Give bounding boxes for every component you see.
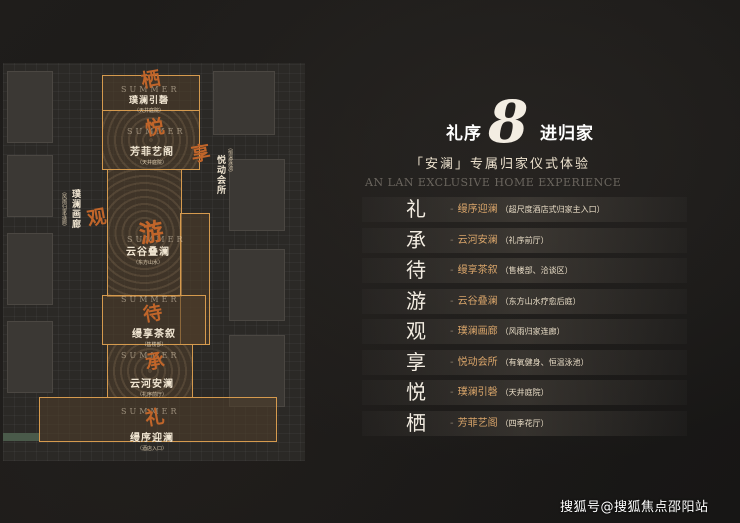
item-note: （礼序前厅） [500, 235, 549, 245]
list-item: 待 -缦享茶叙（售楼部、洽谈区） [362, 258, 687, 283]
item-dash: - [450, 356, 454, 368]
building-block [7, 71, 53, 143]
list-item: 承 -云河安澜（礼序前厅） [362, 227, 687, 253]
list-item: 游 -云谷叠澜（东方山水疗愈后庭） [362, 288, 687, 314]
item-name: 云谷叠澜 [457, 295, 498, 307]
item-note: （售楼部、洽谈区） [500, 266, 573, 275]
zone-frame [39, 397, 277, 442]
zone-sub: （礼序前厅） [136, 392, 167, 398]
list-item: 享 -悦动会所（有氧健身、恒温泳池） [362, 349, 687, 375]
summer-mark: SUMMER [121, 85, 180, 94]
zone-label: 缦序迎澜 （酒店入口） [119, 429, 185, 452]
zone-label: 云河安澜 （礼序前厅） [119, 375, 185, 398]
item-text: -璞澜引磬（天井庭院） [450, 380, 549, 405]
list-item: 观 -璞澜画廊（风雨归家连廊） [362, 319, 687, 344]
item-text: -云谷叠澜（东方山水疗愈后庭） [450, 289, 581, 314]
building-block [229, 159, 285, 231]
item-note: （天井庭院） [500, 388, 549, 397]
title: 礼序 8 进归家 [410, 88, 630, 156]
list-item: 礼 -缦序迎澜（超尺度酒店式归家主入口） [362, 197, 687, 222]
list-item: 悦 -璞澜引磬（天井庭院） [362, 380, 687, 405]
building-block [213, 71, 275, 135]
item-glyph: 承 [406, 227, 426, 252]
zone-name: 缦享茶叙 [132, 329, 176, 340]
zone-sub: （天井庭院） [133, 108, 164, 114]
title-number: 8 [488, 88, 529, 156]
item-text: -缦序迎澜（超尺度酒店式归家主入口） [450, 197, 605, 222]
side-zone-name: 悦动会所 [215, 155, 225, 195]
item-name: 璞澜画廊 [457, 326, 498, 337]
site-plan: SUMMER SUMMER SUMMER SUMMER SUMMER SUMME… [3, 63, 305, 461]
item-note: （超尺度酒店式归家主入口） [500, 205, 605, 214]
item-note: （有氧健身、恒温泳池） [500, 357, 589, 367]
item-text: -云河安澜（礼序前厅） [450, 228, 549, 253]
building-block [229, 335, 285, 407]
experience-list: 礼 -缦序迎澜（超尺度酒店式归家主入口） 承 -云河安澜（礼序前厅） 待 -缦享… [362, 197, 687, 441]
item-note: （四季花厅） [500, 418, 549, 428]
watermark: 搜狐号@搜狐焦点邵阳站 [560, 500, 709, 515]
item-glyph: 游 [406, 288, 426, 313]
item-name: 云河安澜 [457, 234, 498, 246]
item-note: （风雨归家连廊） [500, 327, 565, 336]
subtitle: 「安澜」专属归家仪式体验 [410, 157, 591, 172]
zone-label: 芳菲艺阁 （天井庭院） [119, 143, 185, 166]
item-name: 悦动会所 [457, 356, 498, 368]
item-name: 芳菲艺阁 [457, 417, 498, 429]
title-right: 进归家 [540, 124, 594, 144]
item-glyph: 观 [406, 319, 426, 343]
building-block [7, 321, 53, 393]
building-block [229, 249, 285, 321]
item-name: 缦序迎澜 [457, 204, 498, 215]
zone-frame [102, 295, 206, 345]
item-dash: - [450, 326, 454, 337]
zone-sub: （天井庭院） [136, 160, 167, 166]
zone-name: 云河安澜 [130, 379, 174, 390]
road [3, 433, 39, 441]
zone-label: 璞澜引磬 （天井庭院） [119, 93, 179, 114]
item-text: -璞澜画廊（风雨归家连廊） [450, 319, 565, 344]
side-zone-name: 璞澜画廊 [70, 189, 80, 229]
english-title: AN LAN EXCLUSIVE HOME EXPERIENCE [365, 176, 622, 189]
zone-name: 璞澜引磬 [128, 96, 169, 106]
item-note: （东方山水疗愈后庭） [500, 296, 581, 306]
list-item: 栖 -芳菲艺阁（四季花厅） [362, 410, 687, 436]
zone-name: 缦序迎澜 [130, 433, 174, 444]
item-dash: - [450, 387, 454, 398]
zone-label: 缦享茶叙 （售楼部） [121, 325, 187, 348]
building-block [7, 155, 53, 217]
summer-mark: SUMMER [121, 351, 180, 360]
item-name: 璞澜引磬 [457, 387, 498, 398]
summer-mark: SUMMER [121, 295, 180, 304]
item-dash: - [450, 204, 454, 215]
title-left: 礼序 [446, 124, 482, 144]
item-text: -芳菲艺阁（四季花厅） [450, 411, 549, 436]
building-block [7, 233, 53, 305]
item-glyph: 栖 [406, 410, 426, 435]
zone-sub: （东方山水） [132, 260, 163, 266]
item-name: 缦享茶叙 [457, 265, 498, 276]
summer-mark: SUMMER [127, 127, 186, 136]
zone-label: 云谷叠澜 （东方山水） [115, 243, 181, 266]
item-glyph: 礼 [406, 197, 426, 221]
zone-sub: （售楼部） [141, 342, 167, 348]
summer-mark: SUMMER [121, 407, 180, 416]
item-text: -悦动会所（有氧健身、恒温泳池） [450, 350, 589, 375]
zone-frame [102, 75, 200, 111]
zone-name: 芳菲艺阁 [130, 147, 174, 158]
side-zone-sub: （恒温泳池） [227, 145, 233, 175]
zone-frame [107, 169, 182, 297]
zone-frame [102, 110, 200, 170]
item-dash: - [450, 234, 454, 246]
side-zone-sub: （风雨归家连廊） [61, 189, 67, 229]
summer-mark: SUMMER [127, 235, 186, 244]
item-glyph: 待 [406, 258, 426, 282]
item-dash: - [450, 265, 454, 276]
item-dash: - [450, 295, 454, 307]
item-glyph: 享 [406, 349, 426, 374]
item-glyph: 悦 [406, 380, 426, 404]
item-text: -缦享茶叙（售楼部、洽谈区） [450, 258, 573, 283]
item-dash: - [450, 417, 454, 429]
zone-name: 云谷叠澜 [126, 247, 170, 258]
zone-sub: （酒店入口） [136, 446, 167, 452]
